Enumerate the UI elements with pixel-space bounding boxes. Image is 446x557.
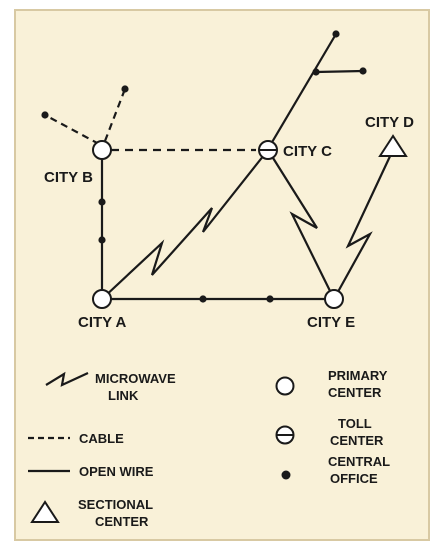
legend-primary-label-1: PRIMARY	[328, 368, 388, 383]
legend-central-label-2: OFFICE	[330, 471, 378, 486]
city-d-label: CITY D	[365, 114, 414, 131]
microwave-link-e-d	[333, 151, 393, 300]
central-office-dot	[266, 295, 274, 303]
city-a-label: CITY A	[78, 314, 127, 331]
legend-primary-label-2: CENTER	[328, 385, 382, 400]
city-c-label: CITY C	[283, 143, 332, 160]
city-e-label: CITY E	[307, 314, 355, 331]
central-office-dot	[312, 68, 320, 76]
legend-sectional-label-1: SECTIONAL	[78, 497, 153, 512]
legend-microwave-label-2: LINK	[108, 388, 139, 403]
central-office-dot	[98, 236, 106, 244]
legend-sectional-label-2: CENTER	[95, 514, 149, 529]
primary-center-city-a	[92, 289, 112, 309]
legend-central-label-1: CENTRAL	[328, 454, 390, 469]
legend-toll-label-1: TOLL	[338, 416, 372, 431]
city-b-label: CITY B	[44, 169, 93, 186]
central-office-dot	[199, 295, 207, 303]
central-office-dot	[121, 85, 129, 93]
microwave-link-legend-icon	[45, 371, 89, 387]
primary-center-city-e	[324, 289, 344, 309]
toll-center-legend-icon	[275, 425, 295, 445]
microwave-link-c-e	[267, 149, 335, 300]
legend-microwave-label-1: MICROWAVE	[95, 371, 176, 386]
diagram-frame	[14, 9, 430, 541]
central-office-dot	[332, 30, 340, 38]
toll-center-city-c	[258, 140, 278, 160]
legend-open-wire-label: OPEN WIRE	[79, 464, 154, 479]
sectional-center-legend-icon	[30, 500, 60, 523]
open-wire-c-branch	[267, 33, 337, 150]
central-office-dot	[98, 198, 106, 206]
microwave-link-a-c	[101, 149, 269, 300]
primary-center-city-b	[92, 140, 112, 160]
central-office-dot	[359, 67, 367, 75]
sectional-center-city-d	[378, 134, 408, 157]
cable-b-office-1	[44, 114, 100, 145]
open-wire-branch-office	[315, 69, 364, 74]
cable-b-office-2	[103, 88, 127, 142]
central-office-dot	[41, 111, 49, 119]
primary-center-legend-icon	[275, 376, 295, 396]
legend-cable-label: CABLE	[79, 431, 124, 446]
central-office-legend-icon	[281, 470, 291, 480]
legend-toll-label-2: CENTER	[330, 433, 384, 448]
